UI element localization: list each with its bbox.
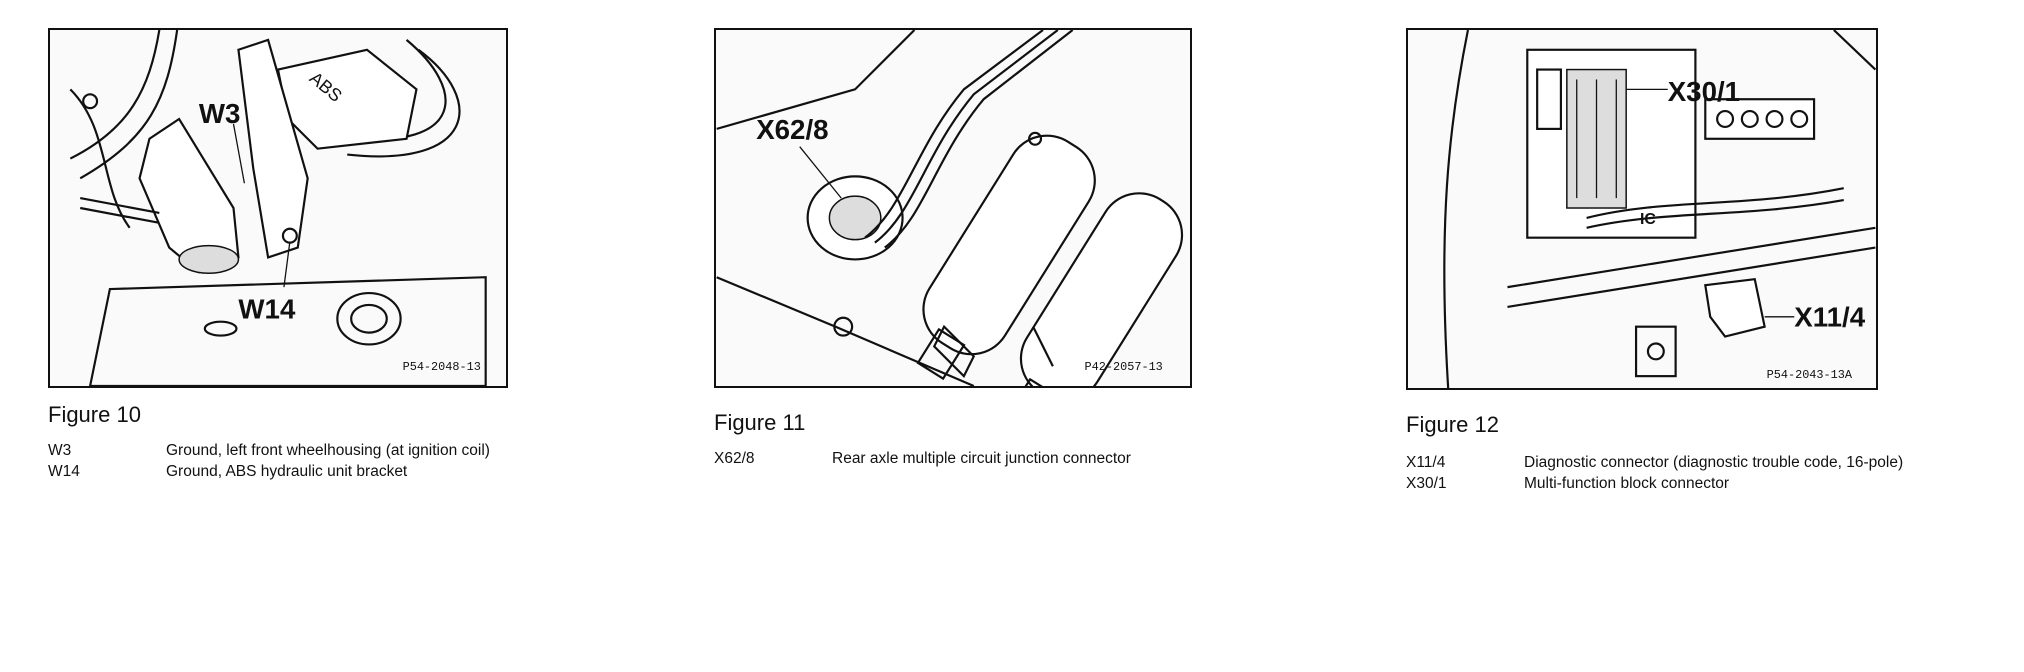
figure-11-drawing: X62/8 P42-2057-13 bbox=[716, 30, 1184, 386]
figure-10-w14-callout: W14 bbox=[238, 294, 296, 325]
figure-10-part-number: P54-2048-13 bbox=[403, 360, 481, 374]
legend-code: W14 bbox=[48, 463, 80, 480]
legend-description: Diagnostic connector (diagnostic trouble… bbox=[1524, 454, 1904, 471]
figure-12-illustration: IC X30/1 X11/4 P54-2043-13A bbox=[1406, 28, 1878, 390]
legend-row: X11/4 Diagnostic connector (diagnostic t… bbox=[1406, 452, 1934, 473]
legend-code: W3 bbox=[48, 442, 72, 459]
figure-12-drawing: IC X30/1 X11/4 P54-2043-13A bbox=[1443, 30, 1876, 388]
legend-description: Multi-function block connector bbox=[1524, 475, 1730, 492]
figure-11-illustration: X62/8 P42-2057-13 bbox=[714, 28, 1192, 388]
figure-11-x62-8-callout: X62/8 bbox=[756, 114, 828, 145]
figure-12-ic-label: IC bbox=[1640, 211, 1656, 228]
figure-11-part-number: P42-2057-13 bbox=[1085, 360, 1163, 374]
figure-10-legend: W3 Ground, left front wheelhousing (at i… bbox=[48, 440, 490, 482]
figure-12-part-number: P54-2043-13A bbox=[1767, 368, 1853, 382]
legend-code: X30/1 bbox=[1406, 475, 1447, 492]
legend-row: W3 Ground, left front wheelhousing (at i… bbox=[48, 440, 490, 461]
figure-10-drawing: ABS W3 W14 P54-2048-13 bbox=[69, 30, 487, 386]
legend-code: X62/8 bbox=[714, 450, 755, 467]
figure-11-caption: Figure 11 bbox=[714, 410, 806, 435]
legend-row: X62/8 Rear axle multiple circuit junctio… bbox=[714, 448, 1131, 469]
legend-row: W14 Ground, ABS hydraulic unit bracket bbox=[48, 461, 490, 482]
figure-12-legend: X11/4 Diagnostic connector (diagnostic t… bbox=[1406, 452, 1934, 494]
figure-10-w3-callout: W3 bbox=[199, 98, 241, 129]
legend-row: X30/1 Multi-function block connector bbox=[1406, 473, 1934, 494]
legend-description: Rear axle multiple circuit junction conn… bbox=[832, 450, 1131, 467]
figure-11-legend: X62/8 Rear axle multiple circuit junctio… bbox=[714, 448, 1131, 469]
figure-12-caption: Figure 12 bbox=[1406, 412, 1499, 437]
figure-10-illustration: ABS W3 W14 P54-2048-13 bbox=[48, 28, 508, 388]
legend-description: Ground, left front wheelhousing (at igni… bbox=[166, 442, 490, 459]
figure-12-x30-1-callout: X30/1 bbox=[1668, 76, 1740, 107]
figure-10-caption: Figure 10 bbox=[48, 402, 141, 427]
legend-code: X11/4 bbox=[1406, 454, 1446, 471]
legend-description: Ground, ABS hydraulic unit bracket bbox=[166, 463, 408, 480]
figure-12-x11-4-callout: X11/4 bbox=[1794, 302, 1865, 333]
